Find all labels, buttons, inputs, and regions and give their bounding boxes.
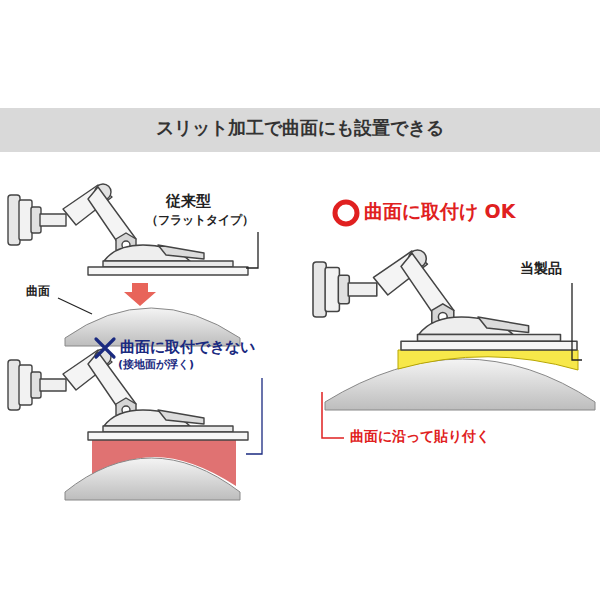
slit-base (398, 350, 578, 370)
ok-label: 曲面に取付け OK (364, 200, 516, 223)
ng-label: 曲面に取付できない (120, 338, 255, 356)
type-label: 従来型 (166, 192, 211, 210)
product-mount (313, 250, 577, 350)
down-arrow (124, 283, 156, 306)
leader-line (246, 378, 262, 454)
heading: スリット加工で曲面にも設置できる (0, 117, 600, 139)
flat-mount (8, 349, 248, 440)
curved-surface (65, 458, 240, 500)
surface-label: 曲面 (26, 284, 50, 298)
type-sublabel: （フラットタイプ） (146, 213, 254, 227)
cross-mark (96, 339, 114, 357)
ok-circle (335, 202, 357, 224)
title-band (0, 108, 600, 152)
product-label: 当製品 (520, 260, 562, 277)
fit-label: 曲面に沿って貼り付く (350, 428, 490, 445)
leader-line (246, 232, 258, 268)
flat-mount (8, 184, 248, 275)
leader-line (572, 283, 582, 360)
ng-note: (接地面が浮く) (118, 358, 194, 371)
curved-surface (325, 359, 595, 410)
leader-line (322, 392, 344, 438)
leader-line (58, 298, 92, 314)
